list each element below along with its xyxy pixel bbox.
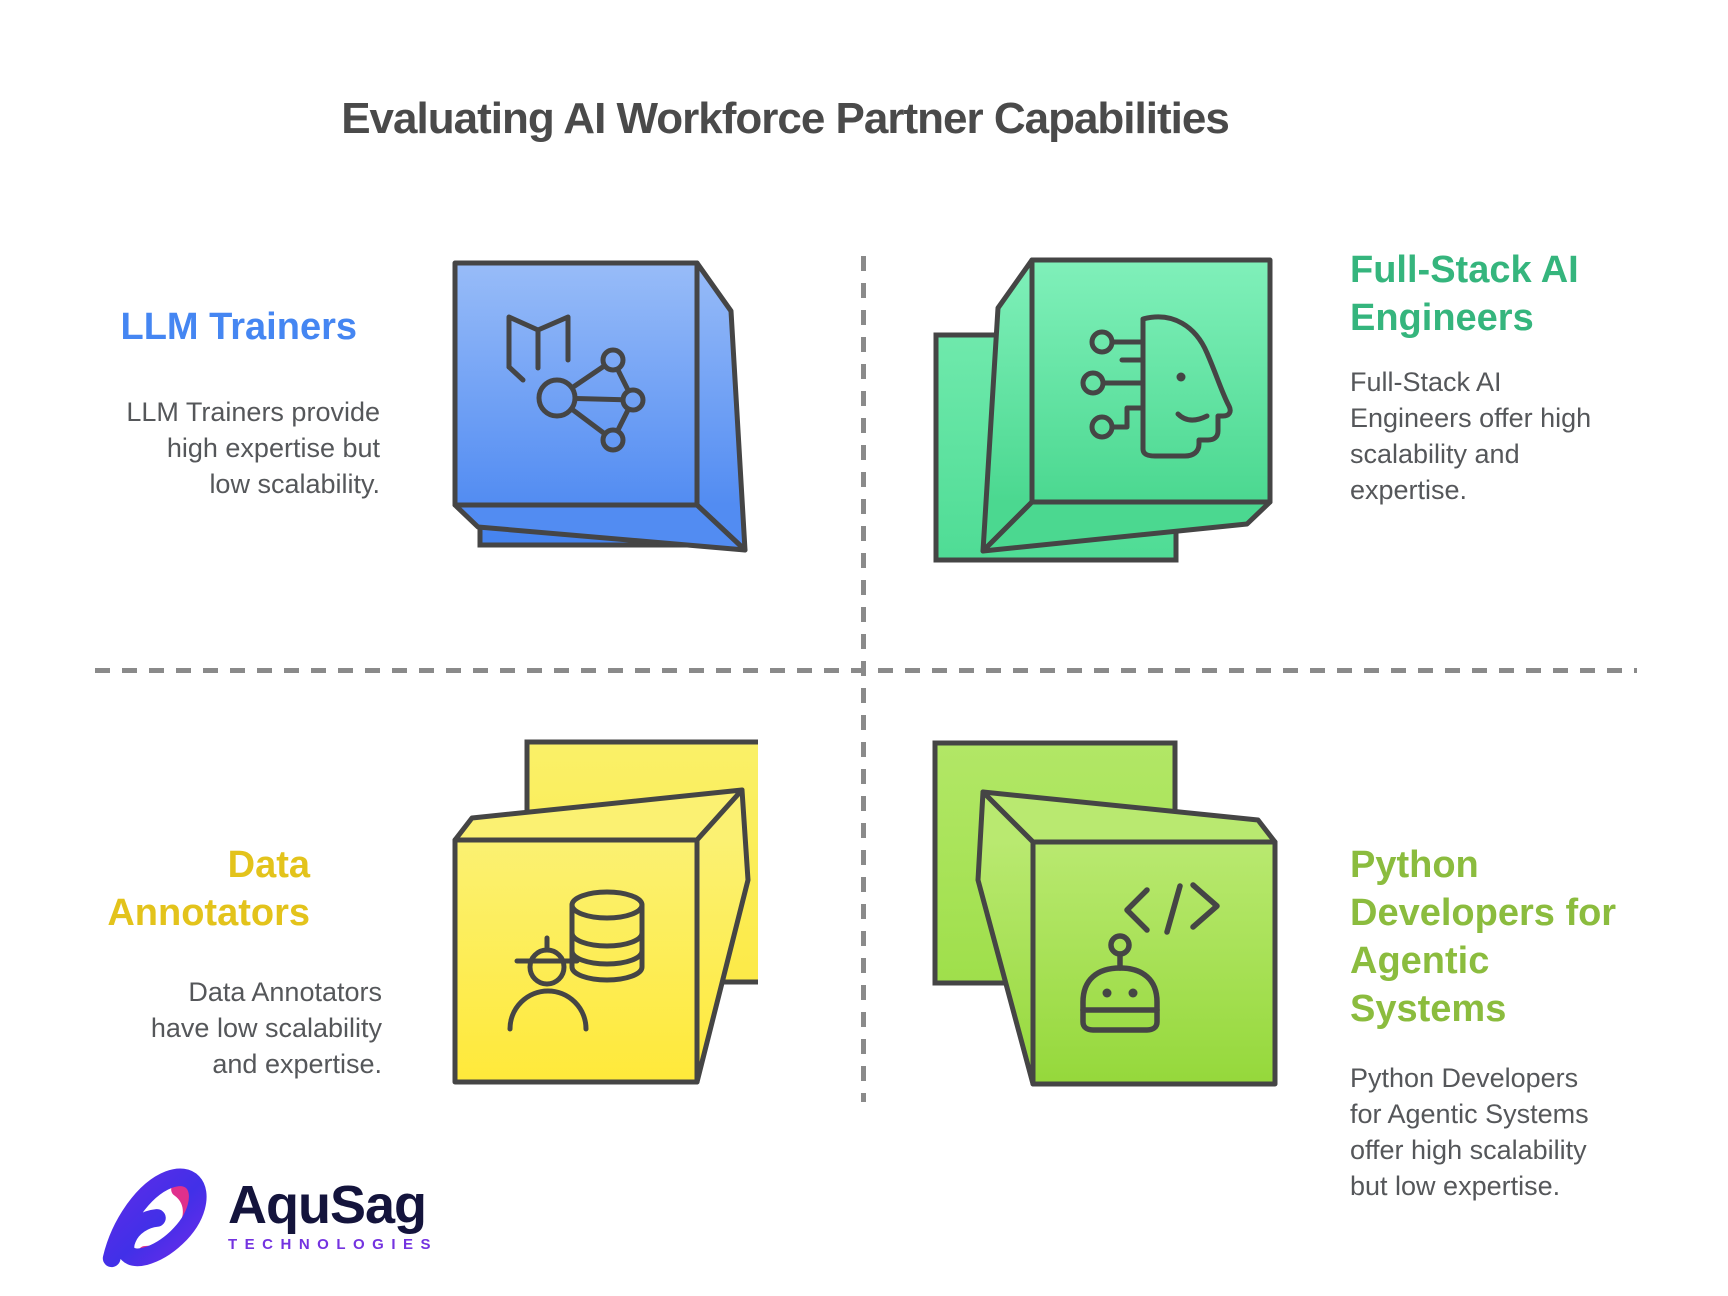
heading-line: Python: [1350, 844, 1479, 886]
heading-line: Annotators: [107, 892, 310, 934]
body-llm-trainers: LLM Trainers provide high expertise but …: [126, 394, 380, 502]
ai-face-circuit-icon: [933, 257, 1273, 563]
body-line: LLM Trainers provide: [126, 397, 380, 427]
heading-line: Engineers: [1350, 297, 1534, 339]
body-line: have low scalability: [150, 1013, 382, 1043]
heading-line: Developers for: [1350, 892, 1617, 934]
body-line: scalability and: [1350, 439, 1520, 469]
heading-line: Agentic: [1350, 940, 1490, 982]
body-full-stack-ai-engineers: Full-Stack AI Engineers offer high scala…: [1350, 364, 1591, 508]
body-line: Python Developers: [1350, 1063, 1579, 1093]
body-line: but low expertise.: [1350, 1171, 1561, 1201]
vertical-divider: [861, 256, 866, 1102]
body-data-annotators: Data Annotators have low scalability and…: [151, 974, 382, 1082]
aqusag-logo: AquSag TECHNOLOGIES: [92, 1156, 438, 1274]
robot-code-icon: [932, 740, 1278, 1087]
logo-tagline: TECHNOLOGIES: [228, 1235, 439, 1253]
logo-name: AquSag: [228, 1174, 427, 1235]
heading-line: Data: [227, 844, 310, 886]
body-line: Engineers offer high: [1350, 403, 1592, 433]
book-network-icon: [452, 260, 748, 553]
annotator-database-icon: [452, 739, 758, 1085]
body-line: expertise.: [1350, 475, 1468, 505]
body-line: low scalability.: [209, 469, 380, 499]
heading-line: LLM Trainers: [120, 306, 358, 348]
body-line: Data Annotators: [188, 977, 382, 1007]
heading-data-annotators: Data Annotators: [107, 841, 310, 937]
body-line: and expertise.: [212, 1049, 382, 1079]
body-line: high expertise but: [166, 433, 380, 463]
heading-full-stack-ai-engineers: Full-Stack AI Engineers: [1350, 246, 1579, 342]
page-title: Evaluating AI Workforce Partner Capabili…: [341, 94, 1230, 143]
body-line: Full-Stack AI: [1350, 367, 1502, 397]
horizontal-divider: [95, 668, 1637, 673]
body-line: offer high scalability: [1350, 1135, 1587, 1165]
heading-line: Full-Stack AI: [1350, 249, 1579, 291]
aqusag-logo-mark: [102, 1168, 207, 1268]
body-python-developers: Python Developers for Agentic Systems of…: [1350, 1060, 1589, 1204]
aqusag-logo-text: AquSag TECHNOLOGIES: [228, 1178, 438, 1253]
heading-python-developers: Python Developers for Agentic Systems: [1350, 841, 1616, 1033]
heading-llm-trainers: LLM Trainers: [121, 303, 358, 351]
heading-line: Systems: [1350, 988, 1507, 1030]
body-line: for Agentic Systems: [1350, 1099, 1589, 1129]
